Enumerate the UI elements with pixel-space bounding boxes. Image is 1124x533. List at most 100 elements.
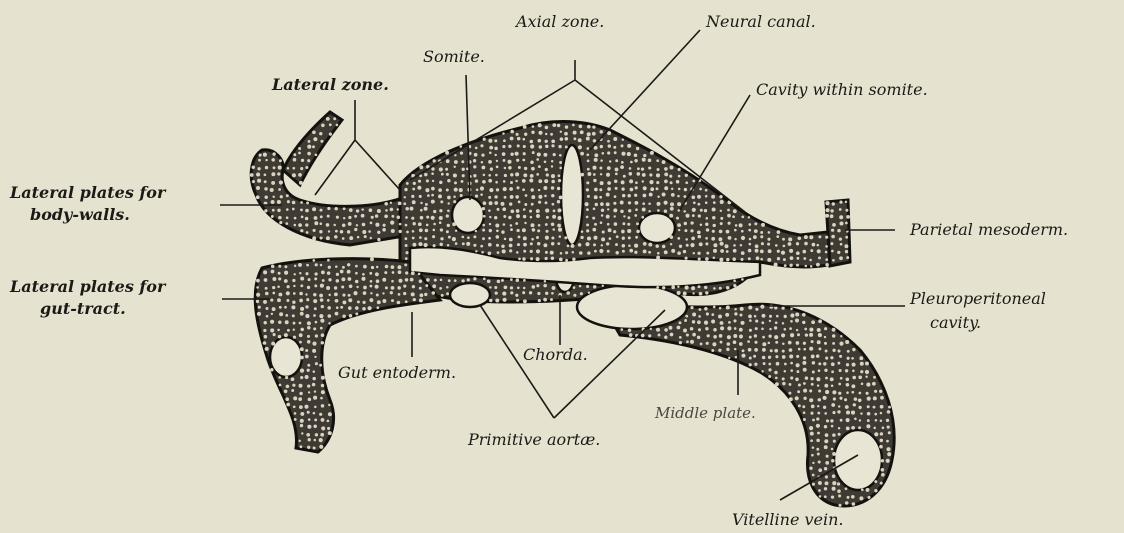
- cell-dot: [846, 256, 849, 259]
- cell-dot: [314, 221, 318, 225]
- cell-dot: [447, 202, 449, 204]
- cell-dot: [838, 392, 841, 395]
- cell-dot: [319, 209, 322, 212]
- cell-dot: [705, 291, 708, 294]
- label-chorda: Chorda.: [523, 345, 588, 364]
- cell-dot: [684, 222, 687, 225]
- cell-dot: [796, 370, 799, 373]
- cell-dot: [634, 194, 637, 197]
- cell-dot: [424, 293, 427, 296]
- cell-dot: [812, 462, 814, 464]
- cell-dot: [761, 242, 764, 245]
- cell-dot: [522, 179, 526, 183]
- cell-dot: [846, 410, 850, 414]
- cell-dot: [685, 181, 688, 184]
- cell-dot: [342, 314, 345, 317]
- cell-dot: [728, 357, 730, 359]
- cell-dot: [650, 151, 654, 155]
- cell-dot: [515, 195, 519, 199]
- cell-dot: [803, 418, 806, 421]
- cell-dot: [558, 174, 561, 177]
- cell-dot: [733, 284, 736, 287]
- cell-dot: [684, 319, 687, 322]
- cell-dot: [258, 159, 261, 162]
- cell-dot: [384, 202, 388, 206]
- cell-dot: [802, 361, 806, 365]
- cell-dot: [580, 152, 584, 156]
- cell-dot: [504, 196, 507, 199]
- cell-dot: [728, 222, 731, 225]
- cell-dot: [543, 153, 547, 157]
- cell-dot: [321, 390, 325, 394]
- cell-dot: [887, 410, 891, 414]
- cell-dot: [488, 237, 491, 240]
- cell-dot: [690, 340, 694, 344]
- cell-dot: [840, 377, 843, 380]
- cell-dot: [720, 217, 723, 220]
- cell-dot: [657, 209, 660, 212]
- cell-dot: [356, 209, 359, 212]
- cell-dot: [523, 279, 526, 282]
- cell-dot: [461, 180, 464, 183]
- cell-dot: [586, 147, 589, 150]
- cell-dot: [818, 481, 822, 485]
- cell-dot: [272, 209, 275, 212]
- cell-dot: [319, 230, 322, 233]
- cell-dot: [818, 369, 821, 372]
- label-vitelline-vein: Vitelline vein.: [732, 510, 844, 529]
- cell-dot: [726, 342, 730, 346]
- cell-dot: [405, 251, 408, 254]
- cell-dot: [286, 385, 290, 389]
- cell-dot: [447, 179, 450, 182]
- cell-dot: [803, 348, 806, 351]
- cell-dot: [264, 180, 267, 183]
- cell-dot: [671, 285, 675, 289]
- cell-dot: [313, 299, 317, 303]
- cell-dot: [621, 187, 624, 190]
- cell-dot: [483, 215, 486, 218]
- cell-dot: [257, 167, 260, 170]
- cell-dot: [732, 215, 735, 218]
- cell-dot: [874, 413, 877, 416]
- cell-dot: [488, 209, 491, 212]
- cell-dot: [669, 326, 673, 330]
- cell-dot: [831, 459, 835, 463]
- cell-dot: [649, 193, 653, 197]
- cell-dot: [594, 250, 597, 253]
- cell-dot: [712, 216, 715, 219]
- cell-dot: [320, 236, 323, 239]
- cell-dot: [560, 137, 564, 141]
- cell-dot: [656, 159, 659, 162]
- cell-dot: [809, 333, 813, 337]
- cell-dot: [419, 228, 423, 232]
- cell-dot: [551, 139, 555, 143]
- cell-dot: [293, 273, 295, 275]
- cell-dot: [810, 249, 813, 252]
- cell-dot: [411, 217, 414, 220]
- cell-dot: [291, 389, 294, 392]
- cell-dot: [434, 279, 437, 282]
- cell-dot: [307, 326, 311, 330]
- cell-dot: [300, 356, 304, 360]
- cell-dot: [361, 214, 365, 218]
- cell-dot: [847, 496, 850, 499]
- cell-dot: [607, 187, 611, 191]
- cell-dot: [882, 427, 885, 430]
- cell-dot: [475, 230, 477, 232]
- cell-dot: [825, 461, 829, 465]
- cell-dot: [488, 160, 492, 164]
- cell-dot: [628, 329, 632, 333]
- cell-dot: [320, 222, 323, 225]
- cell-dot: [679, 321, 682, 324]
- cell-dot: [524, 167, 527, 170]
- cell-dot: [606, 173, 610, 177]
- cell-dot: [278, 293, 282, 297]
- left-somatic-plate: [251, 150, 410, 245]
- cell-dot: [270, 328, 274, 332]
- cell-dot: [741, 354, 745, 358]
- cell-dot: [726, 258, 730, 262]
- cell-dot: [844, 244, 848, 248]
- label-neural-canal: Neural canal.: [705, 12, 816, 31]
- cell-dot: [397, 208, 399, 210]
- cell-dot: [803, 389, 807, 393]
